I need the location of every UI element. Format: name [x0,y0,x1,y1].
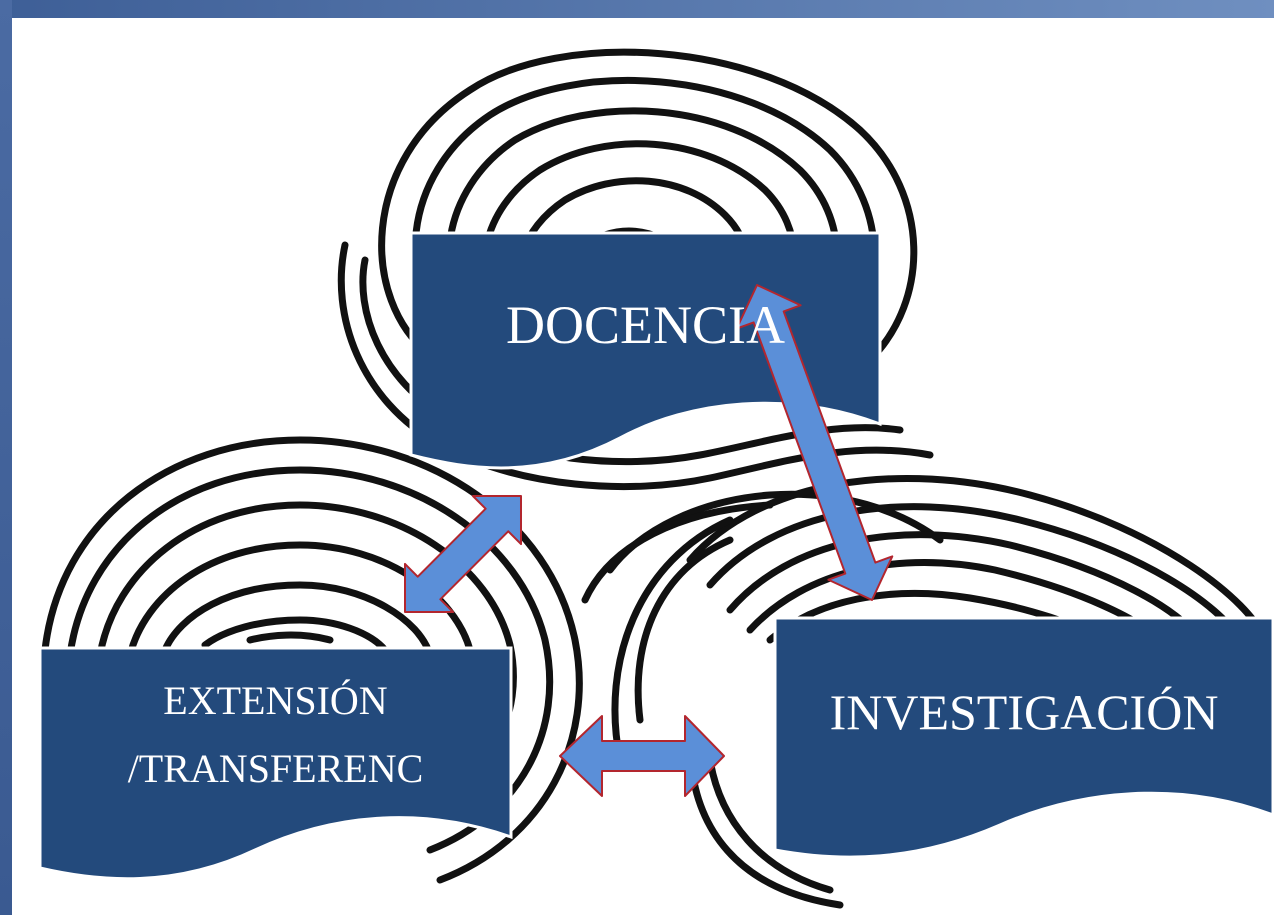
left-strip [0,0,12,915]
spiral-right [611,474,1269,909]
investigacion-label: INVESTIGACIÓN [829,684,1219,740]
spiral-left [41,436,944,884]
extension-label-line-2: /TRANSFERENC [127,746,424,791]
extension-label-line-1: EXTENSIÓN [163,678,388,723]
double-arrow-extension-investigacion [559,715,725,797]
extension-box [38,646,513,881]
docencia-label: DOCENCIA [506,295,785,355]
extension-label: EXTENSIÓN /TRANSFERENC [40,676,511,794]
double-arrow-docencia-investigacion [735,284,894,602]
top-band [0,0,1274,18]
double-arrow-extension-docencia [404,495,522,613]
investigacion-box [773,616,1274,859]
